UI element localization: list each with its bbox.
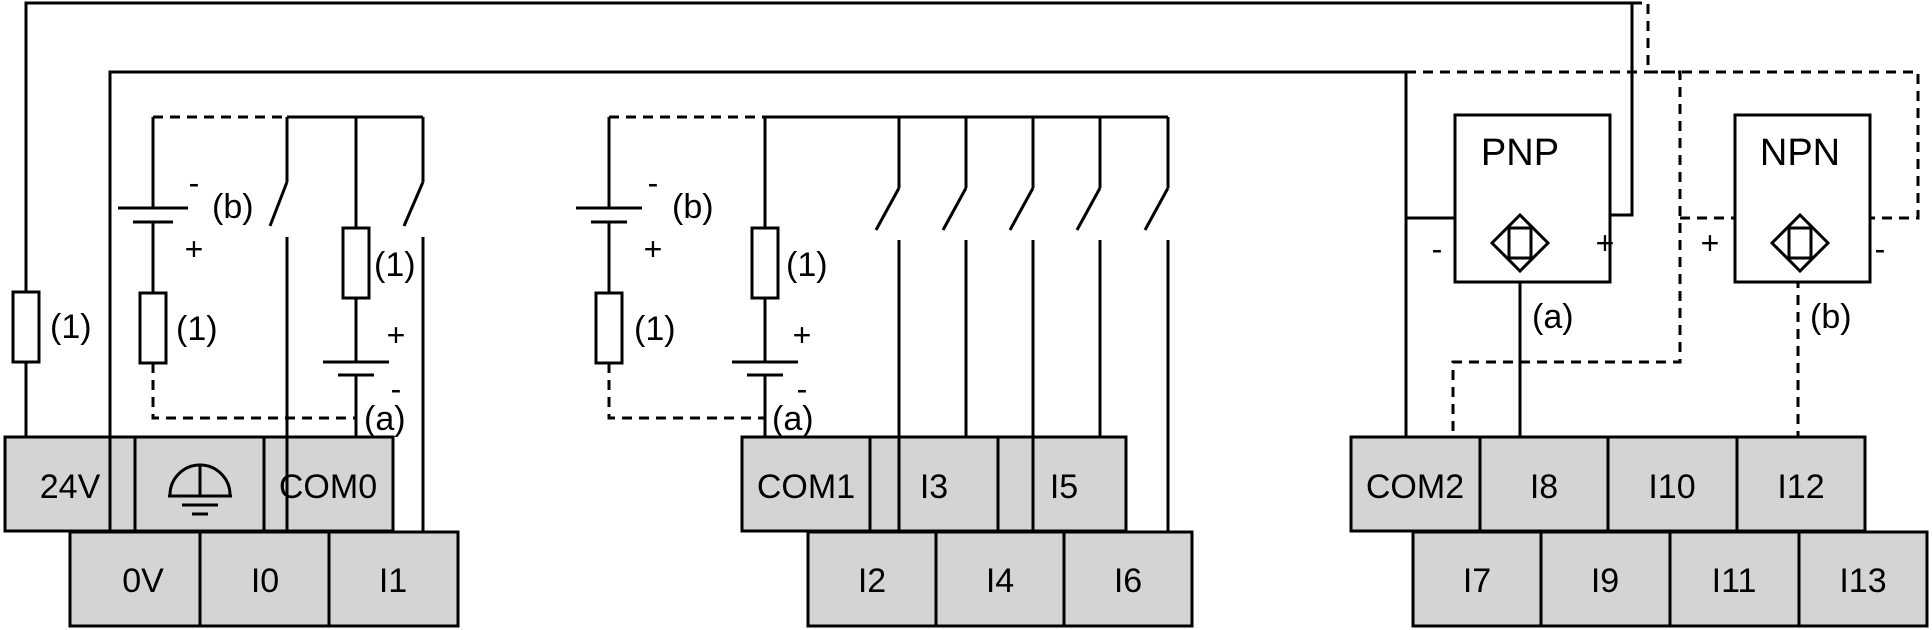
switch-i1	[402, 181, 425, 227]
fuse-g1b	[341, 226, 371, 300]
switch-i0	[268, 181, 289, 227]
terminal-i2: I2	[858, 562, 886, 600]
switch-i3	[941, 187, 968, 231]
terminal-i7: I7	[1463, 562, 1491, 600]
terminal-i13: I13	[1839, 562, 1886, 600]
wire-g2-return-dashed	[607, 363, 765, 420]
switch-i6	[1143, 187, 1170, 231]
terminal-i3: I3	[920, 468, 948, 506]
note-fuse-g1a: (1)	[176, 310, 218, 348]
terminal-i10: I10	[1648, 468, 1695, 506]
npn-label: NPN	[1760, 132, 1840, 174]
terminal-i1: I1	[379, 562, 407, 600]
switch-i4	[1008, 187, 1035, 231]
sign-plus-g1a: +	[185, 231, 204, 267]
note-a-g2: (a)	[772, 400, 814, 438]
proximity-sensor-icon	[1489, 212, 1551, 274]
terminal-i9: I9	[1591, 562, 1619, 600]
pnp-sensor: PNP	[1453, 113, 1612, 284]
wire-0v-dashed-branch	[1406, 70, 1682, 437]
terminal-i11: I11	[1712, 562, 1757, 600]
terminal-com1: COM1	[757, 468, 855, 506]
note-fuse-g2b: (1)	[786, 246, 828, 284]
npn-sensor: NPN	[1733, 113, 1872, 284]
npn-note: (b)	[1810, 298, 1852, 336]
sign-plus-g2b: +	[793, 317, 812, 353]
terminal-i12: I12	[1777, 468, 1824, 506]
note-fuse-24v: (1)	[50, 308, 92, 346]
proximity-sensor-icon	[1769, 212, 1831, 274]
sign-minus-g1b: -	[391, 371, 402, 407]
fuse-g2b	[750, 226, 780, 300]
sign-minus-g2b: -	[797, 371, 808, 407]
wire-24v-main	[24, 1, 1634, 400]
note-b-g1: (b)	[212, 188, 254, 226]
pnp-note: (a)	[1532, 298, 1574, 336]
terminal-block-group-2: COM1 I3 I5 I2 I4 I6	[740, 435, 1194, 628]
npn-plus-sign: +	[1701, 225, 1720, 261]
terminal-block-group-3: COM2 I8 I10 I12 I7 I9 I11 I13	[1349, 435, 1929, 628]
ground-icon	[168, 463, 232, 516]
terminal-24v: 24V	[40, 468, 101, 506]
fuse-24v	[11, 290, 41, 364]
fuse-g2a	[594, 291, 624, 365]
switch-i2	[874, 187, 901, 231]
sign-minus-g2a: -	[648, 165, 659, 201]
npn-minus-sign: -	[1875, 231, 1886, 267]
terminal-i0: I0	[251, 562, 279, 600]
wire-g1-return-dashed	[151, 363, 356, 420]
terminal-0v: 0V	[122, 562, 164, 600]
note-a-g1: (a)	[364, 400, 406, 438]
switch-i5	[1075, 187, 1102, 231]
sign-plus-g2a: +	[644, 231, 663, 267]
terminal-i4: I4	[986, 562, 1014, 600]
note-b-g2: (b)	[672, 188, 714, 226]
fuse-g1a	[138, 291, 168, 365]
note-fuse-g1b: (1)	[374, 246, 416, 284]
terminal-com2: COM2	[1366, 468, 1464, 506]
note-fuse-g2a: (1)	[634, 310, 676, 348]
terminal-i8: I8	[1530, 468, 1558, 506]
wire-0v-main	[108, 70, 1408, 528]
terminal-i6: I6	[1114, 562, 1142, 600]
pnp-plus-sign: +	[1596, 225, 1615, 261]
pnp-label: PNP	[1481, 132, 1559, 174]
sign-plus-g1b: +	[387, 317, 406, 353]
terminal-block-group-1: 24V COM0 0V I0 I1	[3, 435, 460, 628]
pnp-minus-sign: -	[1432, 231, 1443, 267]
sign-minus-g1a: -	[189, 165, 200, 201]
terminal-i5: I5	[1050, 468, 1078, 506]
terminal-com0: COM0	[279, 468, 377, 506]
